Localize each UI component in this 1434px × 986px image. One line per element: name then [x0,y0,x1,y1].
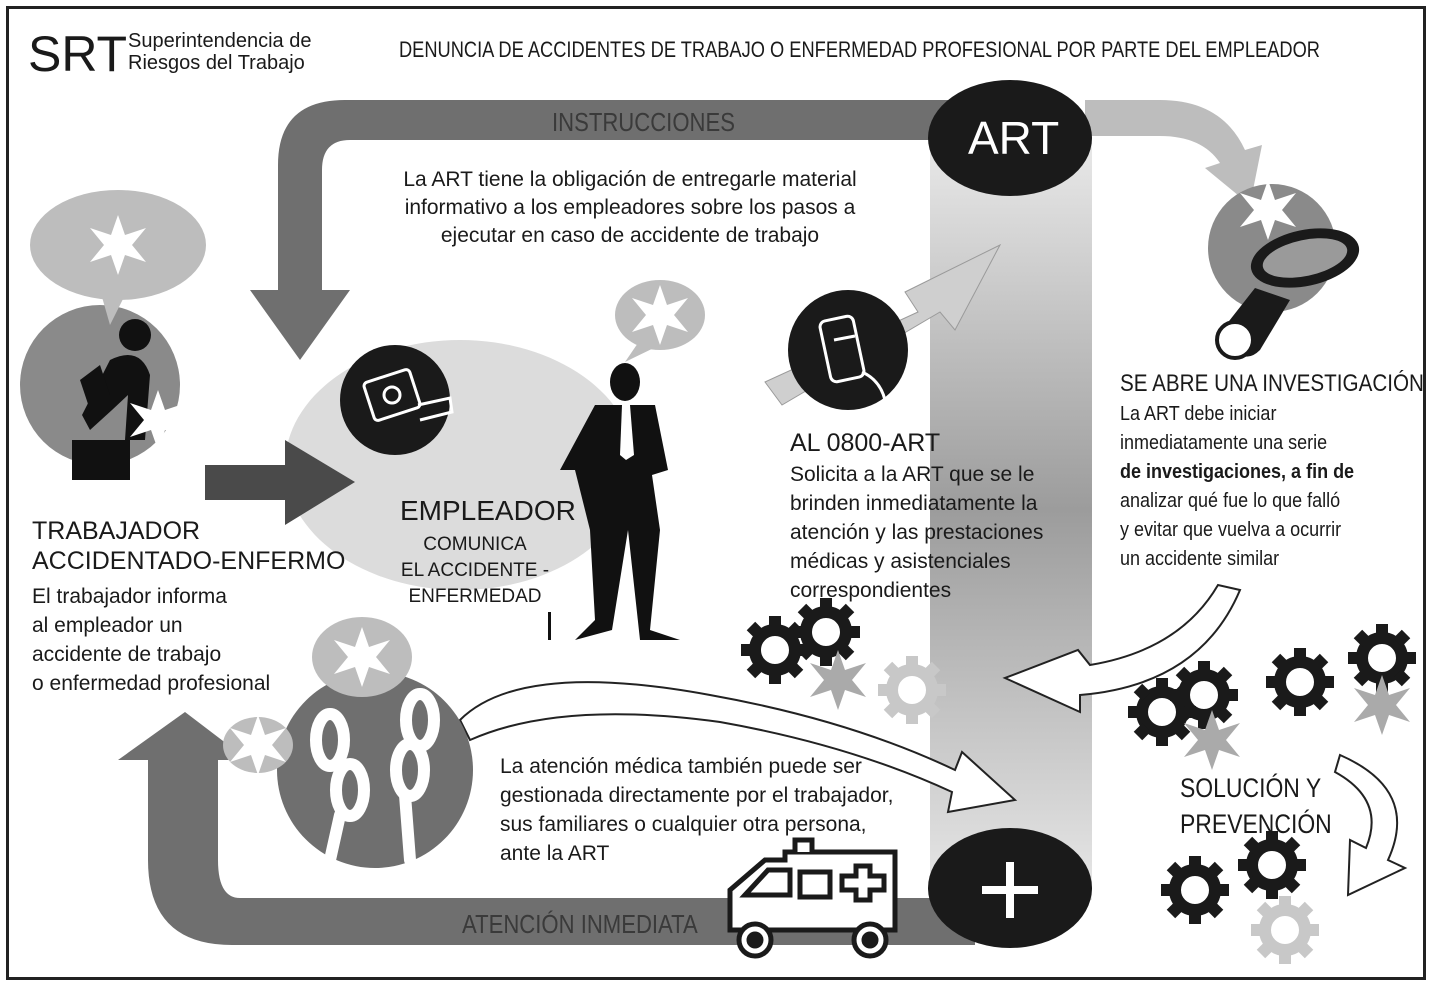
art-to-investigation-arrow [1085,100,1262,205]
art-badge-label: ART [968,112,1060,164]
direct-care-text: La atención médica también puede ser ges… [500,752,893,868]
worker-title-line: TRABAJADOR [32,517,201,545]
employer-text-line: ENFERMEDAD [408,586,542,607]
direct-care-text-line: sus familiares o cualquier otra persona, [500,813,867,836]
direct-care-text-line: La atención médica también puede ser [500,755,862,778]
worker-title-line: ACCIDENTADO-ENFERMO [32,547,346,575]
instructions-text-line: informativo a los empleadores sobre los … [404,196,856,219]
investigation-text-line: analizar qué fue lo que falló [1120,490,1341,512]
document-icon [362,368,454,422]
worker-text-line: al empleador un [32,614,183,637]
employer-text-line: EL ACCIDENTE - [400,560,550,581]
phone-circle [788,290,908,410]
employer-title: EMPLEADOR [400,495,576,526]
gears-cluster-bottom [1161,831,1319,964]
solution-arrow [1333,753,1408,897]
magnifier-icon [1215,228,1360,360]
ambulance-icon [727,837,898,959]
mobile-phone-icon [818,314,887,401]
solution-label: SOLUCIÓN Y PREVENCIÓN [1180,770,1332,842]
worker-text-line: o enfermedad profesional [32,672,271,695]
call-text-line: Solicita a la ART que se le [790,463,1035,486]
injured-worker-icon [72,319,151,480]
solution-label-line: SOLUCIÓN Y [1180,773,1322,803]
chained-hands-icon [310,688,440,866]
page-title: DENUNCIA DE ACCIDENTES DE TRABAJO O ENFE… [399,37,1320,62]
instructions-text-line: ejecutar en caso de accidente de trabajo [440,224,820,247]
investigation-text-line: y evitar que vuelva a ocurrir [1120,519,1342,541]
instructions-arrow [250,100,970,360]
employer-text-line: COMUNICA [423,534,527,555]
worker-to-employer-arrow [205,440,355,525]
investigation-text-line: La ART debe iniciar [1120,403,1277,425]
call-title: AL 0800-ART [790,429,941,457]
investigation-text: La ART debe iniciar inmediatamente una s… [1120,400,1354,574]
srt-logo: SRT [28,26,128,82]
investigation-text-line: un accidente similar [1120,548,1280,570]
direct-care-text-line: gestionada directamente por el trabajado… [500,784,894,807]
investigation-title: SE ABRE UNA INVESTIGACIÓN [1120,370,1424,397]
worker-text-line: El trabajador informa [32,585,227,608]
art-badge [928,80,1092,196]
worker-text-line: accidente de trabajo [32,643,222,666]
businessman-icon [548,363,680,640]
call-text-line: atención y las prestaciones [790,521,1044,544]
frame-border [6,6,1426,980]
worker-title: TRABAJADOR ACCIDENTADO-ENFERMO [32,516,345,576]
direct-care-circle [277,672,473,868]
call-text-line: correspondientes [790,579,952,602]
worker-text: El trabajador informa al empleador un ac… [32,582,270,698]
direct-care-text-line: ante la ART [500,842,610,865]
call-text-line: médicas y asistenciales [790,550,1011,573]
gears-cluster-center [741,598,946,724]
org-name-line2: Riesgos del Trabajo [128,52,305,74]
atencion-inmediata-label: ATENCIÓN INMEDIATA [462,909,698,939]
investigation-text-line: inmediatamente una serie [1120,432,1328,454]
org-name-line1: Superintendencia de [128,30,312,52]
direct-care-arrow [458,681,1018,814]
employer-text: COMUNICA EL ACCIDENTE - ENFERMEDAD [400,532,550,610]
solution-label-line: PREVENCIÓN [1180,809,1332,839]
instructions-text-line: La ART tiene la obligación de entregarle… [403,168,857,191]
call-text-line: brinden inmediatamente la [790,492,1038,515]
investigation-to-gears-arrow [1002,583,1242,714]
investigation-text-bold: de investigaciones, a fin de [1120,461,1355,483]
plus-icon-h [982,886,1038,894]
instructions-label: INSTRUCCIONES [552,107,735,137]
document-handover-circle [340,345,450,455]
call-text: Solicita a la ART que se le brinden inme… [790,460,1043,605]
instructions-text: La ART tiene la obligación de entregarle… [380,166,880,250]
